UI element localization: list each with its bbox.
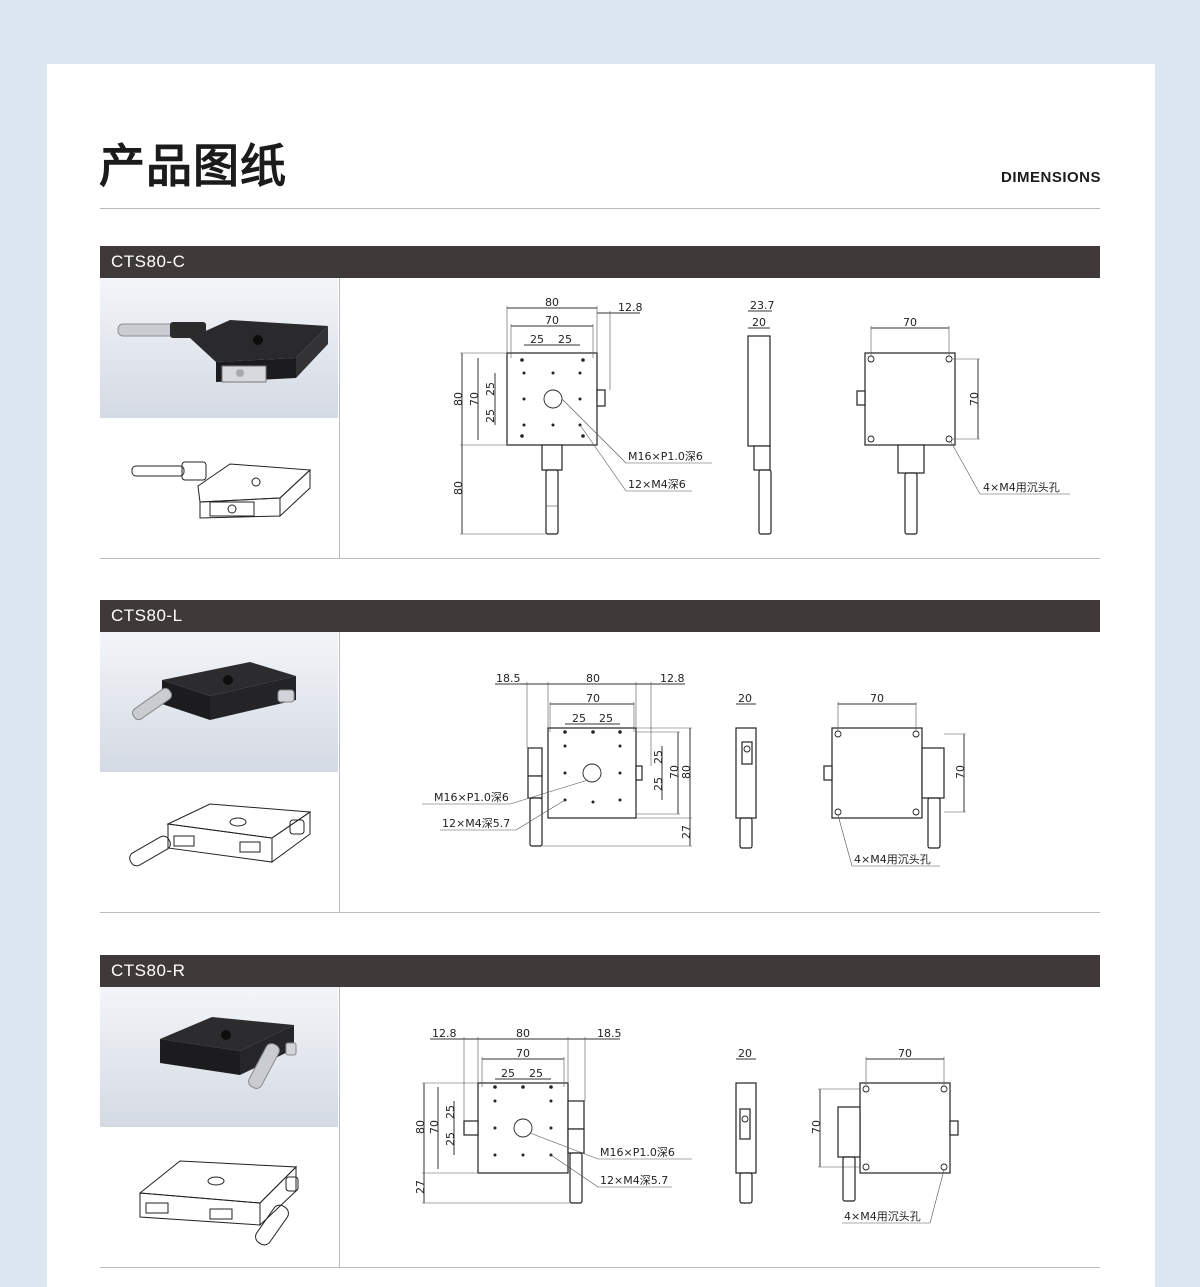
stage-render-image — [117, 320, 328, 383]
section-cts80-r: CTS80-R — [100, 955, 1100, 1268]
dim-pitch-25-b: 25 — [599, 712, 613, 725]
dim-width-70: 70 — [516, 1047, 530, 1060]
dimension-drawing: 12.8 80 18.5 70 25 25 80 70 25 — [340, 987, 1100, 1267]
dim-offset-18-5: 18.5 — [597, 1027, 622, 1040]
section-cts80-c: CTS80-C — [100, 246, 1100, 559]
product-line-drawing-photo — [100, 418, 338, 558]
callout-center-hole: M16×P1.0深6 — [434, 791, 509, 804]
dim-vpitch-25-a: 25 — [652, 750, 665, 764]
dim-height-80: 80 — [414, 1120, 427, 1134]
technical-drawing-cts80-c: 80 70 25 25 12.8 80 70 25 25 — [452, 296, 1070, 535]
dim-height-27: 27 — [680, 825, 693, 839]
dim-vpitch-25-b: 25 — [444, 1132, 457, 1146]
stage-render-image — [132, 662, 296, 721]
callout-counterbore: 4×M4用沉头孔 — [983, 481, 1060, 494]
dim-pitch-25-b: 25 — [529, 1067, 543, 1080]
dim-vpitch-25-b: 25 — [652, 777, 665, 791]
dim-bottom-70: 70 — [898, 1047, 912, 1060]
dim-pitch-25-a: 25 — [530, 333, 544, 346]
technical-drawing-cts80-r: 12.8 80 18.5 70 25 25 80 70 25 — [414, 1027, 959, 1224]
dim-width-80: 80 — [545, 296, 559, 309]
section-divider — [100, 558, 1100, 559]
center-hole — [582, 763, 602, 783]
dim-width-70: 70 — [586, 692, 600, 705]
dim-side-20: 20 — [738, 1047, 752, 1060]
dim-pitch-25-a: 25 — [572, 712, 586, 725]
dim-bottom-70-v: 70 — [954, 765, 967, 779]
callout-center-hole: M16×P1.0深6 — [628, 450, 703, 463]
dim-height-27: 27 — [414, 1180, 427, 1194]
dim-offset-12-8: 12.8 — [618, 301, 643, 314]
title-divider — [100, 208, 1100, 209]
stage-lineart-image — [131, 461, 312, 519]
product-render-photo — [100, 632, 338, 772]
section-header: CTS80-R — [100, 955, 1100, 987]
section-divider — [100, 912, 1100, 913]
page-subtitle: DIMENSIONS — [1000, 169, 1101, 186]
dim-height-80: 80 — [680, 765, 693, 779]
stage-lineart-image — [138, 1160, 299, 1246]
dim-height-70: 70 — [668, 765, 681, 779]
dim-side-20: 20 — [752, 316, 766, 329]
callout-taps: 12×M4深5.7 — [600, 1174, 668, 1187]
page-title: 产品图纸 — [99, 139, 287, 193]
stage-bottom-view — [831, 727, 923, 819]
center-hole — [513, 1118, 533, 1138]
dim-bottom-70-v: 70 — [968, 392, 981, 406]
stage-bottom-view — [864, 352, 956, 446]
dim-width-70: 70 — [545, 314, 559, 327]
column-divider — [339, 987, 340, 1268]
callout-taps: 12×M4深5.7 — [442, 817, 510, 830]
stage-bottom-view — [859, 1082, 951, 1174]
product-line-drawing-photo — [100, 1127, 338, 1267]
callout-taps: 12×M4深6 — [628, 478, 686, 491]
dim-offset-12-8: 12.8 — [432, 1027, 457, 1040]
column-divider — [339, 632, 340, 913]
stage-lineart-image — [129, 803, 312, 867]
dim-height-70: 70 — [468, 392, 481, 406]
dim-bottom-70: 70 — [903, 316, 917, 329]
dimension-drawing: 18.5 80 12.8 70 25 25 25 25 70 — [340, 632, 1100, 912]
section-header: CTS80-L — [100, 600, 1100, 632]
dim-height-70: 70 — [428, 1120, 441, 1134]
stage-side-view — [747, 335, 771, 447]
dim-height-80-b: 80 — [452, 481, 465, 495]
dim-vpitch-25-b: 25 — [484, 409, 497, 423]
dim-vpitch-25-a: 25 — [444, 1105, 457, 1119]
section-cts80-l: CTS80-L — [100, 600, 1100, 913]
dim-height-80: 80 — [452, 392, 465, 406]
callout-counterbore: 4×M4用沉头孔 — [854, 853, 931, 866]
dim-offset-18-5: 18.5 — [496, 672, 521, 685]
dim-bottom-70-v: 70 — [810, 1120, 823, 1134]
dim-side-20: 20 — [738, 692, 752, 705]
section-divider — [100, 1267, 1100, 1268]
dim-bottom-70: 70 — [870, 692, 884, 705]
product-render-photo — [100, 278, 338, 418]
dim-vpitch-25-a: 25 — [484, 382, 497, 396]
product-render-photo — [100, 987, 338, 1127]
stage-render-image — [160, 1017, 297, 1089]
dim-pitch-25-a: 25 — [501, 1067, 515, 1080]
dim-pitch-25-b: 25 — [558, 333, 572, 346]
content-card: 产品图纸 DIMENSIONS CTS80-C — [47, 64, 1155, 1287]
dim-side-23-7: 23.7 — [750, 299, 775, 312]
column-divider — [339, 278, 340, 559]
dim-offset-12-8: 12.8 — [660, 672, 685, 685]
dim-width-80: 80 — [516, 1027, 530, 1040]
product-line-drawing-photo — [100, 772, 338, 912]
center-hole — [543, 389, 563, 409]
technical-drawing-cts80-l: 18.5 80 12.8 70 25 25 25 25 70 — [422, 672, 967, 867]
dim-width-80: 80 — [586, 672, 600, 685]
callout-counterbore: 4×M4用沉头孔 — [844, 1210, 921, 1223]
dimension-drawing: 80 70 25 25 12.8 80 70 25 25 — [340, 278, 1100, 558]
callout-center-hole: M16×P1.0深6 — [600, 1146, 675, 1159]
section-header: CTS80-C — [100, 246, 1100, 278]
